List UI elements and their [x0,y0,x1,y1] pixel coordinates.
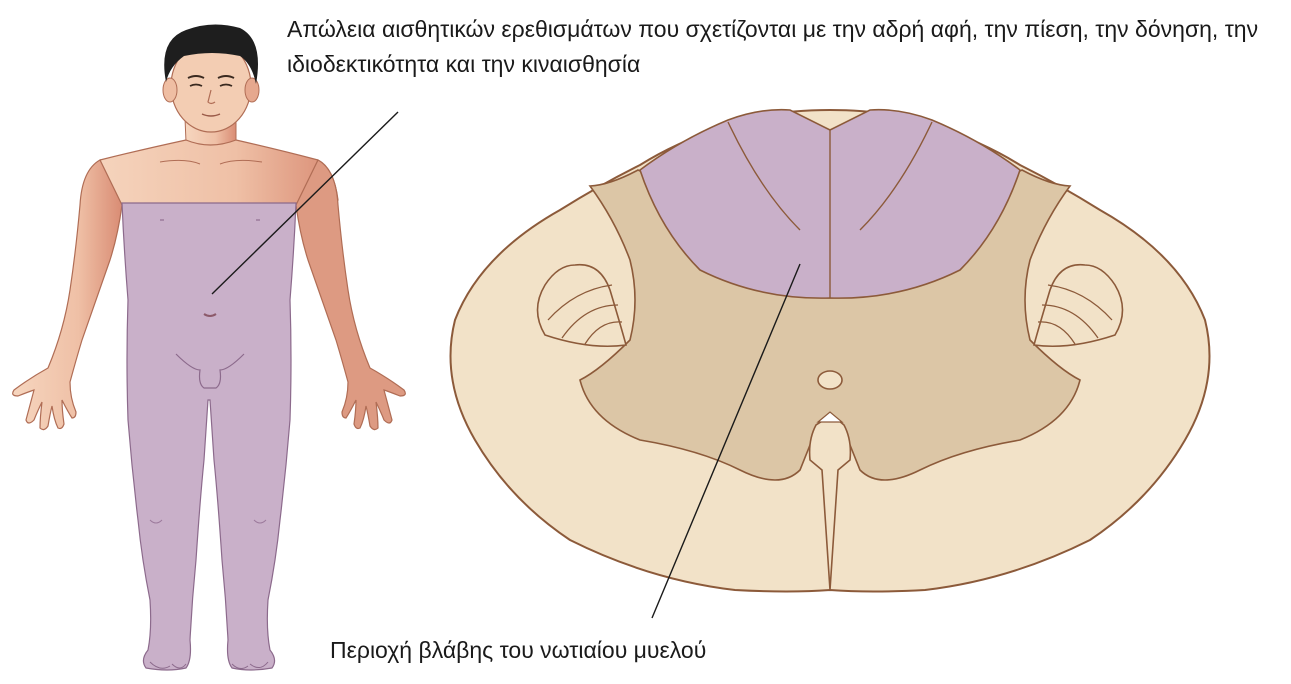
cord-central-canal [818,371,842,389]
figure-ear-left [163,78,177,102]
figure-arm-right [296,160,405,430]
sensory-loss-label: Απώλεια αισθητικών ερεθισμάτων που σχετί… [287,12,1287,82]
spinal-cord-section [451,110,1210,592]
figure-affected-region [122,203,296,670]
figure-upper-torso [82,140,338,205]
figure-ear-right [245,78,259,102]
human-figure [13,24,406,670]
lesion-area-label: Περιοχή βλάβης του νωτιαίου μυελού [330,633,930,668]
figure-arm-left [13,160,122,430]
